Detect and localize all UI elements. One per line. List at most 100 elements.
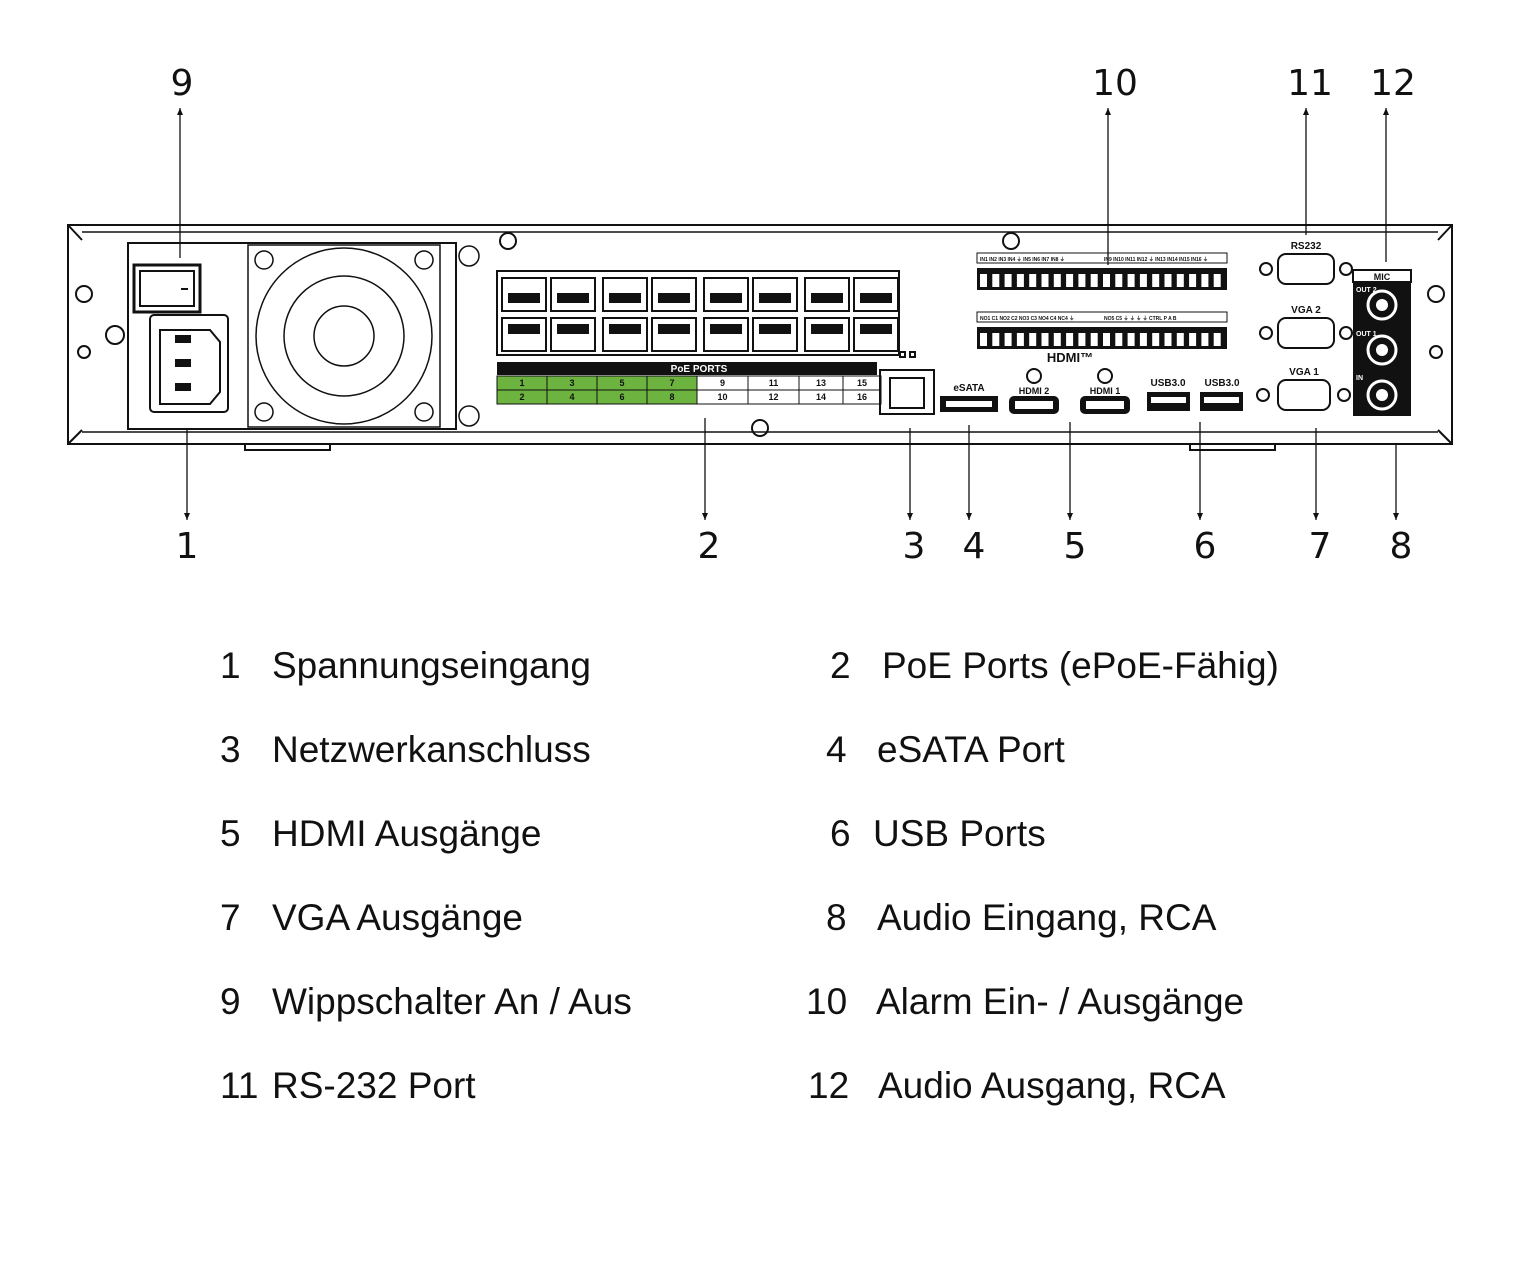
rocker-switch	[132, 263, 202, 314]
poe-port[interactable]	[550, 317, 596, 352]
poe-port-number: 9	[720, 378, 725, 388]
usb-port-b[interactable]: USB3.0	[1200, 378, 1243, 411]
poe-port-frame	[496, 270, 900, 356]
arrowhead	[907, 513, 913, 520]
usb-port-a[interactable]: USB3.0	[1147, 378, 1190, 411]
rs232-label: RS232	[1291, 241, 1322, 252]
rs232-port[interactable]: RS232	[1259, 241, 1353, 285]
poe-port-number: 11	[769, 378, 779, 388]
poe-port[interactable]	[602, 277, 648, 312]
poe-port[interactable]	[703, 317, 749, 352]
legend-number: 4	[826, 729, 847, 770]
poe-port-number: 5	[619, 378, 624, 388]
poe-port[interactable]	[550, 277, 596, 312]
alarm-pin	[1041, 333, 1049, 346]
alarm-pin	[1090, 274, 1098, 287]
legend-text: PoE Ports (ePoE-Fähig)	[882, 645, 1279, 686]
hdmi1-label: HDMI 1	[1090, 386, 1121, 396]
alarm-pin	[1053, 333, 1061, 346]
poe-port[interactable]	[651, 317, 697, 352]
arrowhead	[1393, 513, 1399, 520]
poe-port[interactable]	[804, 277, 850, 312]
alarm-label-top-right: IN9 IN10 IN11 IN12 ⏚ IN13 IN14 IN15 IN16…	[1104, 256, 1208, 263]
arrowhead	[177, 108, 183, 115]
callout-number: 6	[1194, 526, 1217, 567]
vga1-port[interactable]: VGA 1	[1256, 367, 1351, 411]
poe-port[interactable]	[853, 277, 899, 312]
alarm-pin	[1041, 274, 1049, 287]
mic-label: MIC	[1374, 272, 1391, 282]
vga2-label: VGA 2	[1291, 305, 1321, 316]
legend-text: Audio Eingang, RCA	[877, 897, 1217, 938]
legend-number: 12	[808, 1065, 850, 1106]
alarm-pin	[1016, 274, 1024, 287]
legend-number: 10	[806, 981, 848, 1022]
rca-out-1[interactable]	[1366, 334, 1398, 366]
poe-port[interactable]	[703, 277, 749, 312]
callout-number: 9	[171, 63, 194, 104]
poe-port-number: 15	[857, 378, 867, 388]
legend-text: RS-232 Port	[272, 1065, 476, 1106]
audio-block: MIC OUT 2 OUT 1 IN	[1352, 269, 1412, 416]
poe-port-number: 10	[717, 392, 727, 402]
rca-in[interactable]	[1366, 379, 1398, 411]
arrowhead	[702, 513, 708, 520]
legend-number: 8	[826, 897, 847, 938]
poe-port[interactable]	[752, 317, 798, 352]
hdmi2-port[interactable]: HDMI 2	[1009, 368, 1059, 414]
network-port[interactable]	[879, 351, 935, 415]
poe-port[interactable]	[501, 277, 547, 312]
alarm-label-top-left: IN1 IN2 IN3 IN4 ⏚ IN5 IN6 IN7 IN8 ⏚	[980, 256, 1065, 263]
poe-port-number: 13	[816, 378, 826, 388]
legend-text: VGA Ausgänge	[272, 897, 523, 938]
audio-in-label: IN	[1356, 375, 1363, 382]
chassis	[67, 224, 1453, 451]
alarm-pin	[1004, 333, 1012, 346]
legend-number: 6	[830, 813, 851, 854]
alarm-pin	[1164, 333, 1172, 346]
legend-text: Spannungseingang	[272, 645, 591, 686]
esata-port[interactable]: eSATA	[940, 383, 998, 412]
hdmi1-port[interactable]: HDMI 1	[1080, 368, 1130, 414]
legend-text: Netzwerkanschluss	[272, 729, 591, 770]
alarm-pin	[1201, 333, 1209, 346]
poe-port[interactable]	[602, 317, 648, 352]
out1-label: OUT 1	[1356, 331, 1377, 338]
fan-grille	[247, 244, 480, 428]
poe-port[interactable]	[804, 317, 850, 352]
alarm-pin	[992, 274, 1000, 287]
power-inlet	[127, 242, 457, 430]
poe-port[interactable]	[651, 277, 697, 312]
alarm-pin	[1078, 333, 1086, 346]
poe-title: PoE PORTS	[671, 364, 728, 375]
arrowhead	[966, 513, 972, 520]
alarm-pin	[980, 274, 987, 287]
legend-text: eSATA Port	[877, 729, 1065, 770]
poe-port-number: 3	[569, 378, 574, 388]
alarm-pin	[1115, 274, 1123, 287]
out2-label: OUT 2	[1356, 287, 1377, 294]
esata-label: eSATA	[953, 383, 984, 394]
rca-out-2[interactable]	[1366, 289, 1398, 321]
alarm-label-bottom-left: NO1 C1 NO2 C2 NO3 C3 NO4 C4 NC4 ⏚	[980, 315, 1074, 322]
hdmi-logo: HDMI™	[1047, 350, 1093, 365]
poe-port[interactable]	[752, 277, 798, 312]
poe-port[interactable]	[501, 317, 547, 352]
arrowhead	[1067, 513, 1073, 520]
legend-number: 9	[220, 981, 241, 1022]
alarm-pin	[992, 333, 1000, 346]
legend-number: 7	[220, 897, 241, 938]
legend-text: HDMI Ausgänge	[272, 813, 542, 854]
alarm-pin	[1127, 333, 1135, 346]
alarm-pin	[1201, 274, 1209, 287]
callout-number: 1	[176, 526, 199, 567]
vga2-port[interactable]: VGA 2	[1259, 305, 1353, 349]
poe-port[interactable]	[853, 317, 899, 352]
alarm-terminals[interactable]: IN1 IN2 IN3 IN4 ⏚ IN5 IN6 IN7 IN8 ⏚ IN9 …	[976, 252, 1228, 349]
arrowhead	[184, 513, 190, 520]
poe-port-number: 1	[519, 378, 524, 388]
callout-number: 2	[698, 526, 721, 567]
